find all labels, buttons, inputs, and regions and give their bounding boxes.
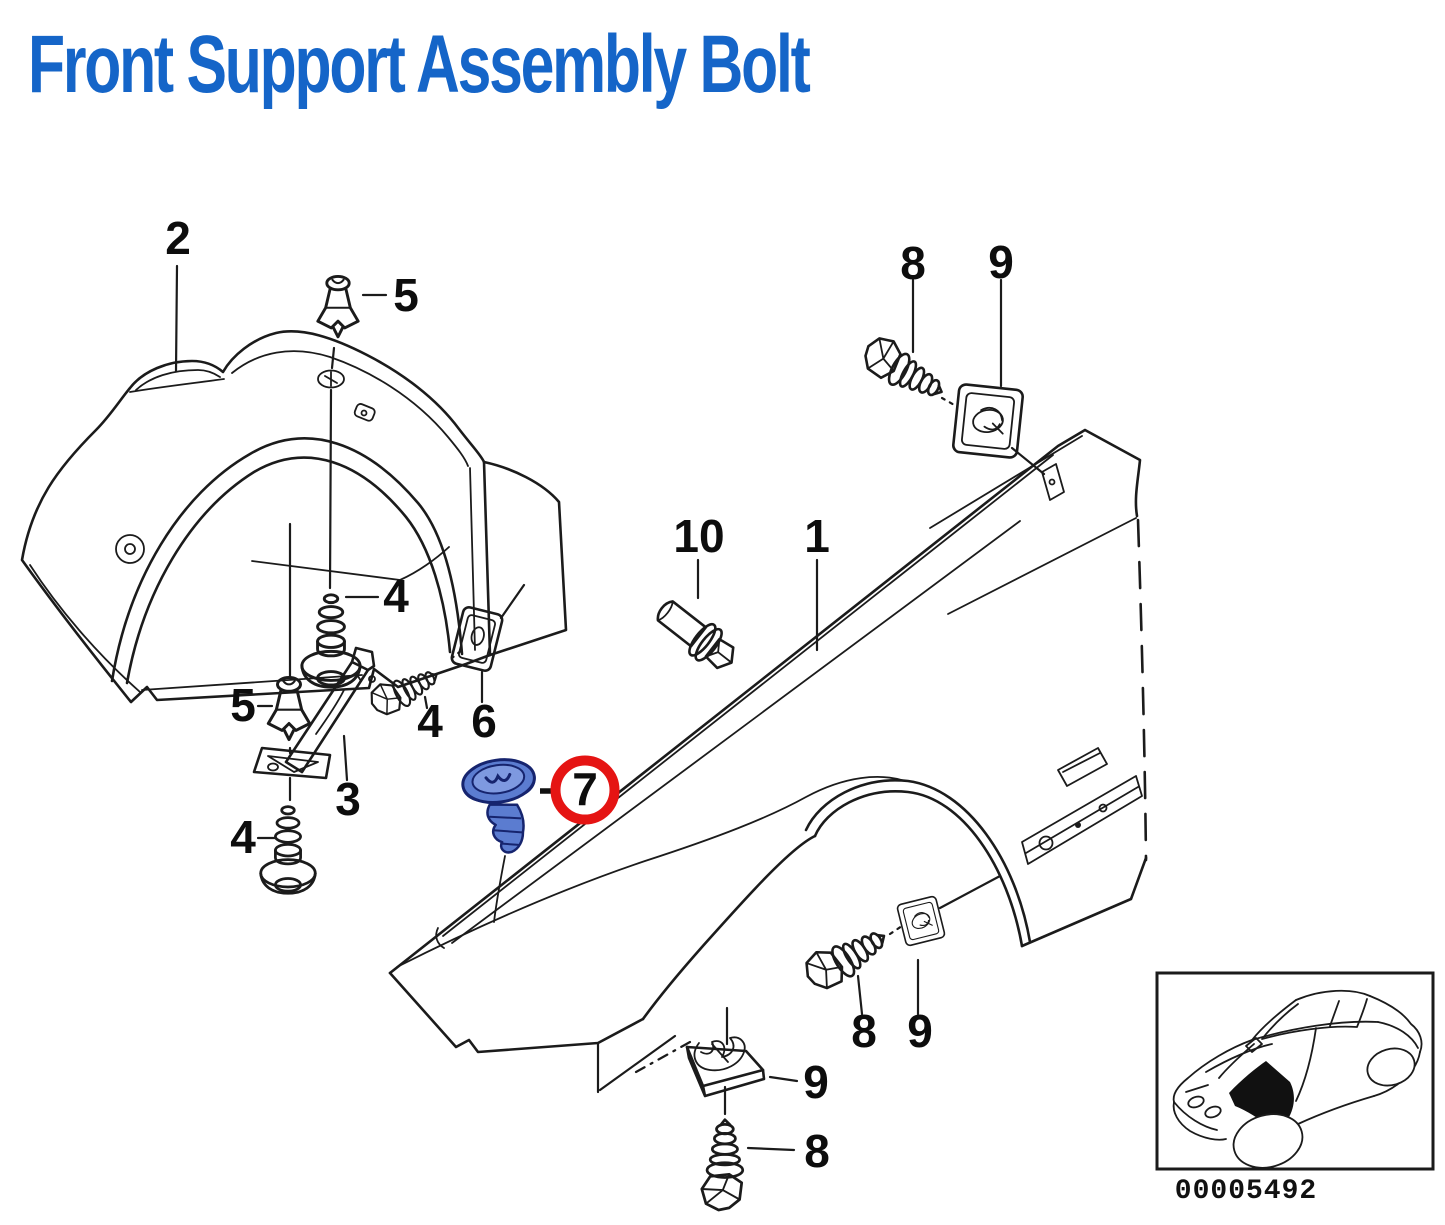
hex-bolt-part8-bottom	[700, 1118, 745, 1212]
front-fender-part1	[388, 428, 1148, 1054]
hex-bolt-part8-middle	[798, 915, 895, 998]
callout-part8-middle: 8	[851, 1005, 877, 1057]
callout-part9-top: 9	[988, 236, 1014, 288]
rivet-part10	[656, 600, 735, 670]
clip-part6	[450, 605, 504, 673]
callout-part6: 6	[471, 695, 497, 747]
red-highlight-ring	[550, 755, 620, 825]
screw-part4-bottom-left	[259, 805, 317, 895]
callout-part2: 2	[165, 212, 191, 264]
diagram-title: Front Support Assembly Bolt	[28, 19, 811, 110]
hex-bolt-part8-top	[856, 330, 954, 409]
callout-part1: 1	[804, 510, 830, 562]
screw-part4-top	[300, 593, 362, 689]
car-location-inset: 00005492	[1155, 971, 1435, 1207]
leader-lines	[174, 264, 1046, 1152]
callout-part9-middle: 9	[907, 1005, 933, 1057]
callout-part10: 10	[673, 510, 724, 562]
callout-part5-left: 5	[230, 679, 256, 731]
callout-part7-highlighted: 7	[572, 763, 598, 815]
rivet-part5-top	[316, 274, 360, 339]
clip-part9-bottom	[685, 1036, 766, 1098]
wheel-arch-liner-part2	[20, 330, 568, 704]
callout-part8-top: 8	[900, 237, 926, 289]
callout-labels: 2 5 4 10 1 8 9 5 4 6 3 4 7 8 9 9 8	[165, 212, 1014, 1177]
bracket-part3	[252, 646, 376, 780]
callout-part5-top: 5	[393, 269, 419, 321]
callout-part4-top: 4	[383, 570, 409, 622]
callout-part3: 3	[335, 773, 361, 825]
clip-part9-middle	[895, 894, 947, 948]
rivet-part5-left	[266, 676, 312, 742]
inset-diagram-code: 00005492	[1175, 1176, 1317, 1207]
callout-part4-middle: 4	[417, 695, 443, 747]
clip-part9-top	[951, 382, 1025, 460]
callout-part8-bottom: 8	[804, 1125, 830, 1177]
callout-part4-bottom: 4	[230, 811, 256, 863]
callout-part9-bottom: 9	[803, 1056, 829, 1108]
assembly-bolt-part7-highlighted	[461, 758, 560, 923]
